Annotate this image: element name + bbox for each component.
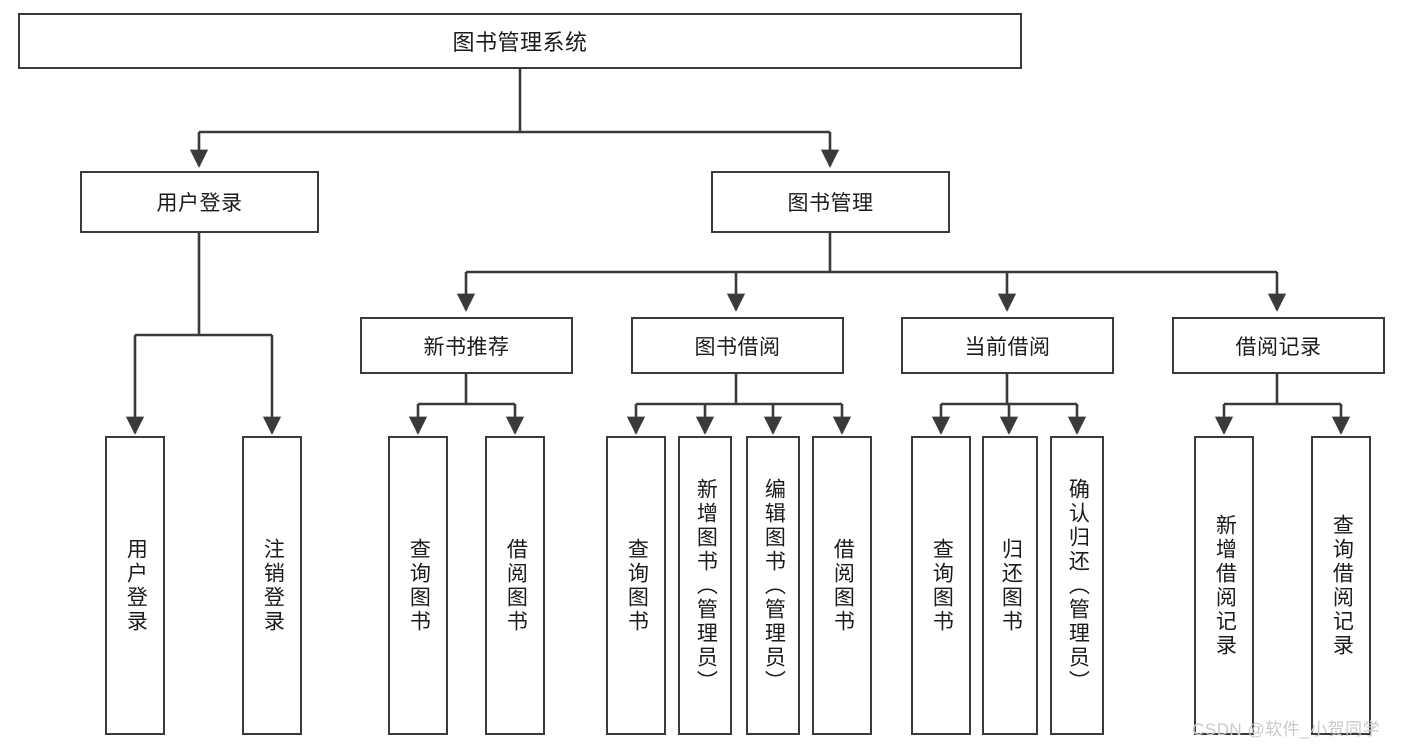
node-book-management[interactable]: 图书管理 [711, 171, 950, 233]
node-label: 图书管理系统 [452, 30, 588, 55]
node-label: 借阅图书 [504, 537, 528, 634]
node-label: 查询图书 [407, 537, 431, 634]
node-user-login[interactable]: 用户登录 [80, 171, 319, 233]
node-label: 新书推荐 [423, 335, 510, 359]
node-label: 编辑图书（管理员） [762, 477, 786, 694]
leaf-borrow-query-book[interactable]: 查询图书 [606, 436, 666, 735]
leaf-records-query-record[interactable]: 查询借阅记录 [1311, 436, 1371, 735]
node-label: 新增借阅记录 [1213, 513, 1237, 658]
node-new-book-recommend[interactable]: 新书推荐 [360, 317, 573, 374]
node-current-borrow[interactable]: 当前借阅 [901, 317, 1114, 374]
leaf-user-login[interactable]: 用户登录 [105, 436, 165, 735]
node-label: 查询图书 [625, 537, 649, 634]
leaf-borrow-add-book-admin[interactable]: 新增图书（管理员） [678, 436, 732, 735]
node-label: 当前借阅 [964, 335, 1051, 359]
node-label: 图书管理 [787, 192, 874, 215]
leaf-current-confirm-return-admin[interactable]: 确认归还（管理员） [1050, 436, 1104, 735]
node-label: 查询借阅记录 [1330, 513, 1354, 658]
node-label: 新增图书（管理员） [694, 477, 718, 694]
node-label: 用户登录 [156, 192, 243, 215]
leaf-current-return-book[interactable]: 归还图书 [982, 436, 1038, 735]
watermark-text: CSDN @软件_小贺同学 [1192, 720, 1381, 739]
node-label: 归还图书 [999, 537, 1023, 634]
node-label: 用户登录 [124, 537, 148, 634]
node-root-system[interactable]: 图书管理系统 [18, 13, 1022, 69]
leaf-borrow-lend-book[interactable]: 借阅图书 [812, 436, 872, 735]
leaf-borrow-edit-book-admin[interactable]: 编辑图书（管理员） [746, 436, 800, 735]
node-label: 确认归还（管理员） [1066, 477, 1090, 694]
leaf-records-add-record[interactable]: 新增借阅记录 [1194, 436, 1254, 735]
node-label: 借阅记录 [1235, 335, 1322, 359]
leaf-logout[interactable]: 注销登录 [242, 436, 302, 735]
node-label: 图书借阅 [694, 335, 781, 359]
node-label: 查询图书 [930, 537, 954, 634]
node-book-borrow[interactable]: 图书借阅 [631, 317, 844, 374]
node-borrow-records[interactable]: 借阅记录 [1172, 317, 1385, 374]
leaf-current-query-book[interactable]: 查询图书 [911, 436, 971, 735]
node-label: 借阅图书 [831, 537, 855, 634]
leaf-newbook-query-book[interactable]: 查询图书 [388, 436, 448, 735]
leaf-newbook-borrow-book[interactable]: 借阅图书 [485, 436, 545, 735]
node-label: 注销登录 [261, 537, 285, 634]
